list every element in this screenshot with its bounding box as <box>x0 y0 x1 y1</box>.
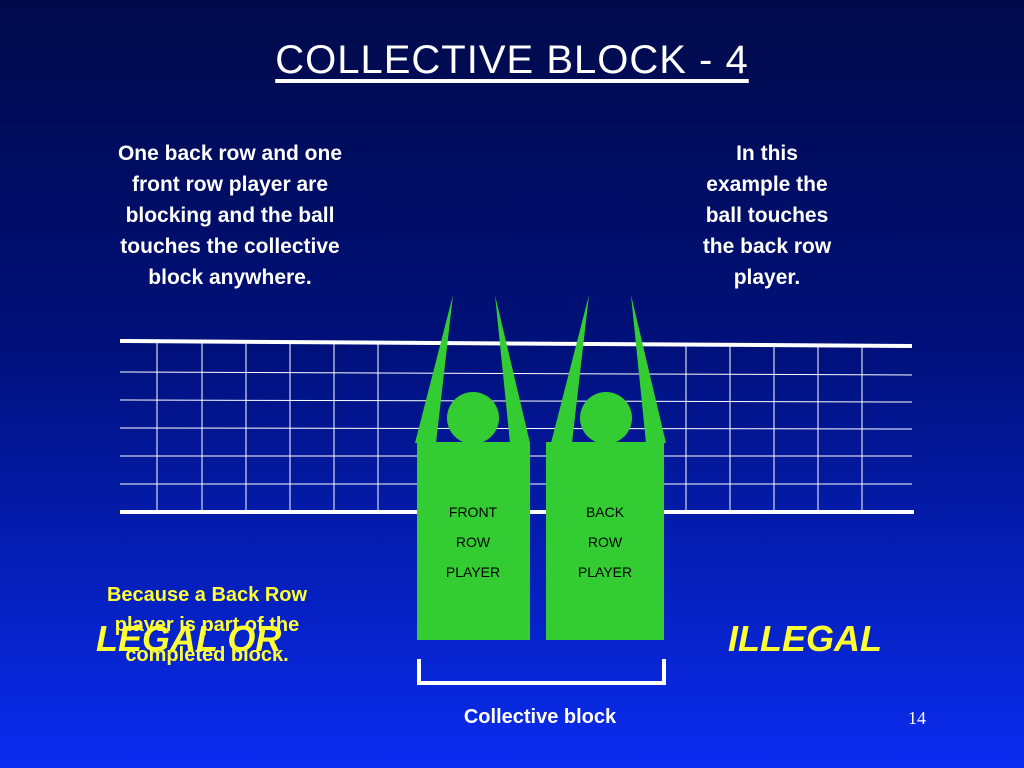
left-description-line: touches the collective <box>120 235 340 258</box>
slide-title: COLLECTIVE BLOCK - 4 <box>275 38 749 82</box>
front-row-player-figure <box>415 295 530 640</box>
illegal-label: ILLEGAL <box>728 618 882 659</box>
legal-or-label: LEGAL OR <box>96 618 282 659</box>
back-player-head <box>580 392 632 444</box>
left-description-line: blocking and the ball <box>125 204 335 227</box>
page-number: 14 <box>908 708 926 728</box>
left-description-line: front row player are <box>131 173 329 196</box>
collective-block-bracket <box>417 659 666 685</box>
front-row-player-label: FRONT ROW PLAYER <box>413 497 533 587</box>
right-description: In this example the ball touches the bac… <box>682 138 852 293</box>
front-label-line: FRONT <box>448 504 498 520</box>
front-label-line: ROW <box>455 534 491 550</box>
because-line: player is part of the <box>114 614 300 636</box>
left-description-line: One back row and one <box>117 142 343 165</box>
left-description-line: block anywhere. <box>148 266 312 289</box>
because-line: Because a Back Row <box>106 584 308 606</box>
back-label-line: ROW <box>587 534 623 550</box>
left-description: One back row and one front row player ar… <box>90 138 370 293</box>
because-line: completed block. <box>125 644 289 666</box>
front-player-head <box>447 392 499 444</box>
right-description-line: player. <box>733 266 801 289</box>
back-row-player-figure <box>546 295 666 640</box>
because-explanation: Because a Back Row player is part of the… <box>72 580 342 670</box>
right-description-line: example the <box>706 173 828 196</box>
front-player-left-arm <box>415 295 453 443</box>
right-description-line: In this <box>736 142 798 165</box>
collective-block-caption: Collective block <box>463 706 617 728</box>
front-player-right-arm <box>495 295 530 443</box>
back-row-player-label: BACK ROW PLAYER <box>545 497 665 587</box>
back-label-line: PLAYER <box>577 564 633 580</box>
front-label-line: PLAYER <box>445 564 501 580</box>
back-player-left-arm <box>551 295 589 443</box>
right-description-line: the back row <box>702 235 832 258</box>
back-player-body <box>546 442 664 640</box>
front-player-body <box>417 442 530 640</box>
right-description-line: ball touches <box>705 204 829 227</box>
back-player-right-arm <box>631 295 666 443</box>
back-label-line: BACK <box>585 504 625 520</box>
